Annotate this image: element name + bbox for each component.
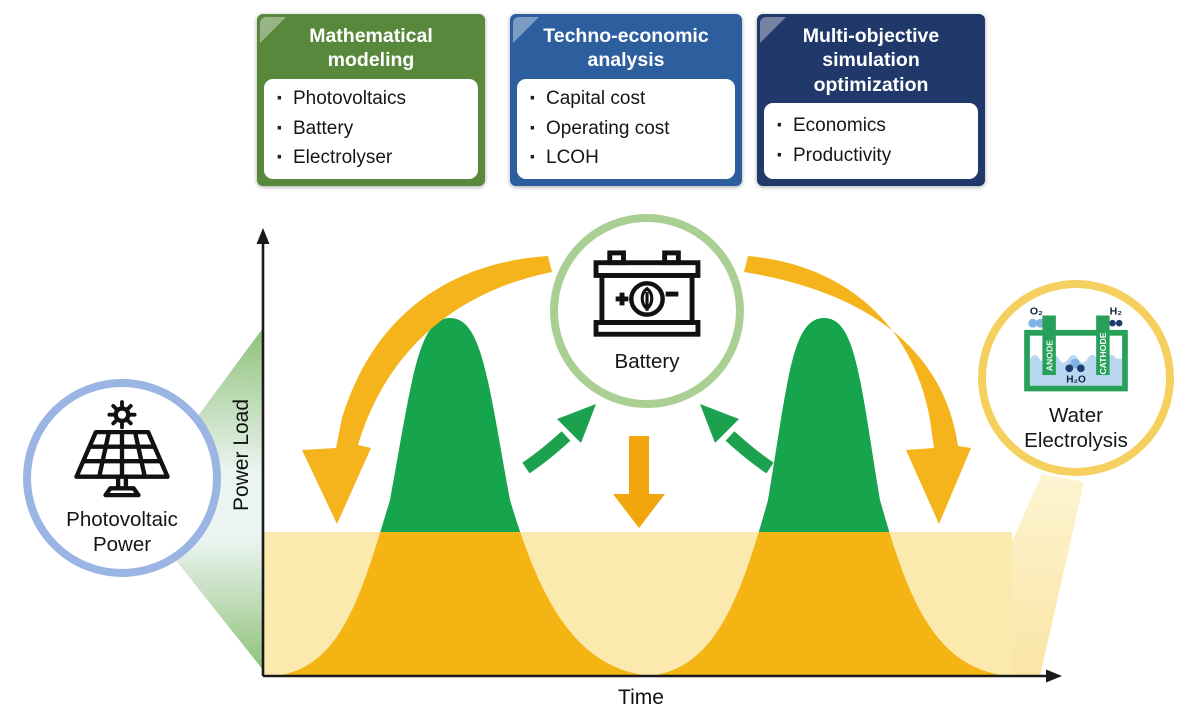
box-multi-objective-optimization: Multi-objective simulation optimization … [757,14,985,186]
x-axis-label: Time [618,686,664,708]
node-label: Photovoltaic Power [66,507,178,556]
y-axis-label: Power Load [230,398,253,512]
leaf-icon [640,286,654,311]
list-item: · Productivity [776,142,970,171]
box-techno-economic-analysis: Techno-economic analysis · Capital cost … [510,14,742,186]
box-title: Techno-economic analysis [517,21,735,79]
box-item-list: · Photovoltaics · Battery · Electrolyser [264,78,478,179]
box-item-list: · Capital cost · Operating cost · LCOH [517,78,735,179]
anode-label: ANODE [1044,339,1054,370]
box-title-line: simulation [822,49,920,72]
bullet-icon: · [276,144,284,172]
y-axis-arrowhead-icon [256,228,270,244]
sun-icon [107,399,137,429]
node-label: Water Electrolysis [1024,403,1128,452]
box-title-line: analysis [587,49,665,72]
bullet-icon: · [776,112,784,140]
x-axis-arrowhead-icon [1046,669,1062,683]
box-item-list: · Economics · Productivity [764,103,978,179]
hydrogen-molecule-icon [1109,319,1123,326]
pv-generation-gold-area [275,532,1008,676]
list-item-label: Photovoltaics [293,88,407,110]
battery-charge-arrow-left [522,404,596,474]
list-item: · Battery [276,115,470,144]
electrolysis-cell-icon: O₂ H₂ ANODE CATHODE H₂O [1024,305,1128,391]
list-item-label: Productivity [793,144,892,166]
anode-electrode [1042,315,1056,375]
oxygen-label: O₂ [1030,305,1043,317]
cathode-electrode [1096,315,1110,375]
bullet-icon: · [776,141,784,169]
list-item: · Operating cost [529,115,727,144]
battery-discharge-arrow-center [613,436,665,528]
list-item: · Photovoltaics [276,85,470,114]
list-item: · Economics [776,112,970,141]
list-item-label: LCOH [546,147,599,169]
node-label: Battery [614,350,680,373]
bullet-icon: · [276,85,284,113]
box-title: Multi-objective simulation optimization [764,21,978,103]
list-item-label: Electrolyser [293,147,393,169]
bullet-icon: · [529,144,537,172]
battery-discharge-arrow-left [302,256,552,524]
water-molecule-icon [1065,358,1085,372]
box-mathematical-modeling: Mathematical modeling · Photovoltaics · … [257,14,485,186]
list-item-label: Operating cost [546,117,670,139]
battery-discharge-arrow-right [744,256,971,524]
bullet-icon: · [276,114,284,142]
list-item-label: Economics [793,115,886,137]
battery-charge-arrow-right [700,404,774,474]
box-title-line: modeling [327,49,415,72]
list-item-label: Battery [293,117,354,139]
box-title-line: Multi-objective [802,25,940,47]
bullet-icon: · [529,85,537,113]
tank-outline [1024,329,1128,391]
box-title: Mathematical modeling [264,21,478,79]
cathode-label: CATHODE [1098,332,1108,374]
excess-generation-green-peaks [380,318,890,532]
bullet-icon: · [529,114,537,142]
hydrogen-label: H₂ [1110,305,1123,317]
list-item: · Electrolyser [276,144,470,173]
box-title-line: optimization [813,73,929,96]
photovoltaic-node: Photovoltaic Power [23,379,221,577]
list-item: · LCOH [529,144,727,173]
solar-panel-icon [74,399,170,497]
electrolysis-node: O₂ H₂ ANODE CATHODE H₂O Water Electroly [978,280,1174,476]
box-title-line: Mathematical [309,25,433,47]
panel-grid [74,429,170,497]
box-title-line: Techno-economic [543,25,709,47]
list-item-label: Capital cost [546,88,646,110]
battery-icon [593,250,701,337]
battery-node: Battery [550,214,744,408]
list-item: · Capital cost [529,85,727,114]
water-label: H₂O [1066,374,1086,385]
